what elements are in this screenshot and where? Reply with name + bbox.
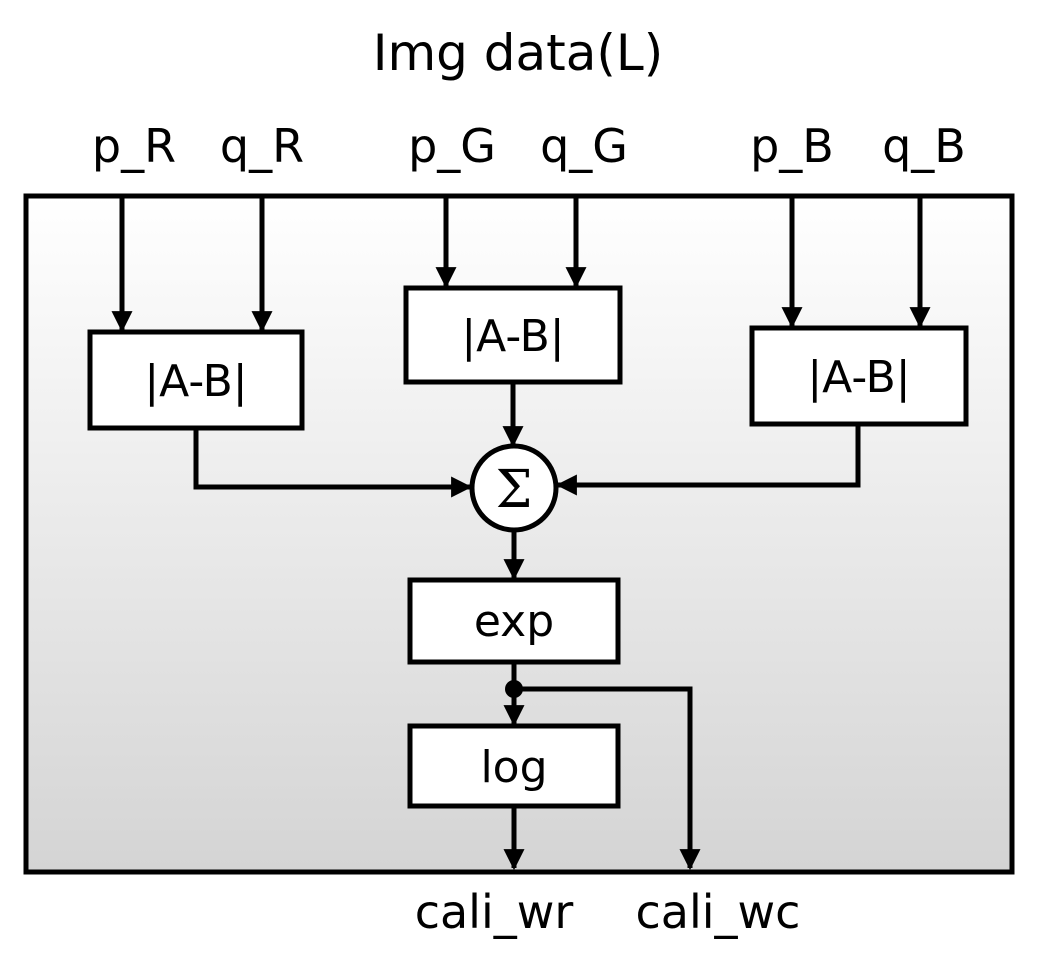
diagram-title: Img data(L) <box>373 24 664 82</box>
input-q-g: q_G <box>540 119 628 173</box>
absdiff-block-g <box>403 285 623 385</box>
input-p-b: p_B <box>750 119 834 173</box>
absdiff-label-g: |A-B| <box>461 311 564 362</box>
output-cali-wr: cali_wr <box>415 885 574 939</box>
input-p-r: p_R <box>92 119 176 173</box>
absdiff-label-b: |A-B| <box>807 352 910 403</box>
input-q-r: q_R <box>220 119 304 173</box>
absdiff-label-r: |A-B| <box>144 356 247 407</box>
wire-junction-to-cali-wc <box>514 686 701 871</box>
wire-b-to-sum <box>555 424 861 496</box>
input-q-b: q_B <box>882 119 966 173</box>
wire-r-to-sum <box>193 428 473 498</box>
output-cali-wc: cali_wc <box>636 885 801 939</box>
input-p-g: p_G <box>408 119 496 173</box>
absdiff-block-r <box>87 329 305 431</box>
log-block <box>407 723 621 809</box>
exp-block <box>407 577 621 665</box>
log-label: log <box>480 742 547 793</box>
exp-label: exp <box>474 596 554 647</box>
sigma-symbol: Σ <box>496 460 533 520</box>
